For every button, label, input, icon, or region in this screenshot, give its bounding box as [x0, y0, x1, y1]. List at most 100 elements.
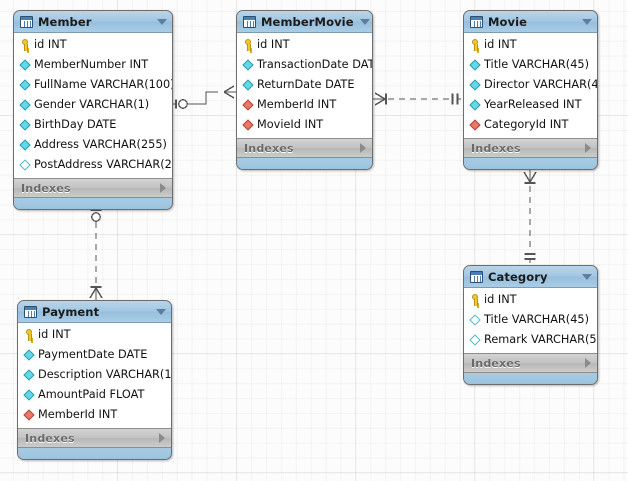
column-row[interactable]: BirthDay DATE — [14, 115, 172, 135]
column-row[interactable]: CategoryId INT — [464, 115, 597, 135]
indexes-row-member[interactable]: Indexes — [14, 178, 172, 198]
column-row[interactable]: MemberId INT — [18, 405, 171, 425]
column-row[interactable]: FullName VARCHAR(100) — [14, 75, 172, 95]
chevron-down-icon[interactable] — [156, 308, 166, 315]
column-row[interactable]: Address VARCHAR(255) — [14, 135, 172, 155]
table-membermovie[interactable]: MemberMovie id INT TransactionDate DATE Ret… — [236, 10, 373, 170]
column-label: Address VARCHAR(255) — [34, 138, 167, 152]
column-row[interactable]: ReturnDate DATE — [237, 75, 372, 95]
column-row[interactable]: id INT — [237, 35, 372, 55]
column-label: AmountPaid FLOAT — [38, 388, 145, 402]
chevron-down-icon[interactable] — [359, 18, 370, 25]
primary-key-icon — [469, 294, 481, 306]
indexes-label: Indexes — [21, 181, 71, 195]
table-header-movie[interactable]: Movie — [464, 11, 597, 33]
column-row[interactable]: MovieId INT — [237, 115, 372, 135]
table-resize-handle[interactable] — [464, 158, 597, 169]
column-row[interactable]: Description VARCHAR(100) — [18, 365, 171, 385]
column-row[interactable]: YearReleased INT — [464, 95, 597, 115]
foreign-key-icon — [242, 119, 254, 131]
column-label: id INT — [257, 38, 290, 52]
chevron-right-icon[interactable] — [585, 143, 591, 153]
column-row[interactable]: Title VARCHAR(45) — [464, 55, 597, 75]
table-header-member[interactable]: Member — [14, 11, 172, 33]
table-name: Payment — [42, 304, 100, 319]
indexes-row-category[interactable]: Indexes — [464, 353, 597, 373]
relationship-membermovie-movie — [373, 92, 463, 106]
chevron-down-icon[interactable] — [582, 273, 592, 280]
table-resize-handle[interactable] — [237, 158, 372, 169]
column-row[interactable]: PostAddress VARCHAR(255) — [14, 155, 172, 175]
table-icon — [24, 305, 37, 318]
column-label: TransactionDate DATE — [257, 58, 373, 72]
column-row[interactable]: PaymentDate DATE — [18, 345, 171, 365]
foreign-key-icon — [242, 99, 254, 111]
column-row[interactable]: MemberId INT — [237, 95, 372, 115]
column-label: Title VARCHAR(45) — [484, 313, 589, 327]
chevron-right-icon[interactable] — [360, 143, 366, 153]
chevron-right-icon[interactable] — [159, 433, 165, 443]
column-icon — [19, 119, 31, 131]
column-row[interactable]: TransactionDate DATE — [237, 55, 372, 75]
relationship-member-membermovie — [173, 85, 236, 109]
table-header-payment[interactable]: Payment — [18, 301, 171, 323]
table-name: MemberMovie — [261, 14, 354, 29]
table-icon — [20, 15, 33, 28]
column-row[interactable]: id INT — [14, 35, 172, 55]
indexes-row-payment[interactable]: Indexes — [18, 428, 171, 448]
column-label: MemberId INT — [38, 408, 118, 422]
column-label: MemberId INT — [257, 98, 337, 112]
column-row[interactable]: Gender VARCHAR(1) — [14, 95, 172, 115]
column-icon — [19, 139, 31, 151]
column-row[interactable]: id INT — [464, 290, 597, 310]
column-icon — [242, 79, 254, 91]
chevron-right-icon[interactable] — [585, 358, 591, 368]
table-header-category[interactable]: Category — [464, 266, 597, 288]
column-row[interactable]: MemberNumber INT — [14, 55, 172, 75]
table-name: Movie — [488, 14, 528, 29]
table-header-membermovie[interactable]: MemberMovie — [237, 11, 372, 33]
table-resize-handle[interactable] — [14, 198, 172, 209]
column-icon — [23, 349, 35, 361]
foreign-key-icon — [23, 409, 35, 421]
primary-key-icon — [469, 39, 481, 51]
table-name: Member — [38, 14, 92, 29]
nullable-column-icon — [19, 159, 31, 171]
column-icon — [469, 79, 481, 91]
column-label: id INT — [38, 328, 71, 342]
column-row[interactable]: Remark VARCHAR(500) — [464, 330, 597, 350]
column-icon — [19, 59, 31, 71]
column-row[interactable]: AmountPaid FLOAT — [18, 385, 171, 405]
table-icon — [470, 15, 483, 28]
column-icon — [469, 59, 481, 71]
column-icon — [23, 389, 35, 401]
table-columns-membermovie: id INT TransactionDate DATE ReturnDate DAT… — [237, 33, 372, 138]
table-resize-handle[interactable] — [18, 448, 171, 459]
primary-key-icon — [242, 39, 254, 51]
column-row[interactable]: Director VARCHAR(45) — [464, 75, 597, 95]
column-row[interactable]: id INT — [18, 325, 171, 345]
chevron-right-icon[interactable] — [160, 183, 166, 193]
column-label: CategoryId INT — [484, 118, 569, 132]
indexes-label: Indexes — [471, 141, 521, 155]
table-columns-category: id INT Title VARCHAR(45) Remark VARCHAR(50… — [464, 288, 597, 353]
column-label: MovieId INT — [257, 118, 324, 132]
indexes-row-movie[interactable]: Indexes — [464, 138, 597, 158]
chevron-down-icon[interactable] — [157, 18, 167, 25]
indexes-row-membermovie[interactable]: Indexes — [237, 138, 372, 158]
column-row[interactable]: id INT — [464, 35, 597, 55]
primary-key-icon — [19, 39, 31, 51]
column-label: id INT — [34, 38, 67, 52]
table-icon — [470, 270, 483, 283]
chevron-down-icon[interactable] — [582, 18, 592, 25]
table-resize-handle[interactable] — [464, 373, 597, 384]
column-row[interactable]: Title VARCHAR(45) — [464, 310, 597, 330]
column-icon — [19, 99, 31, 111]
